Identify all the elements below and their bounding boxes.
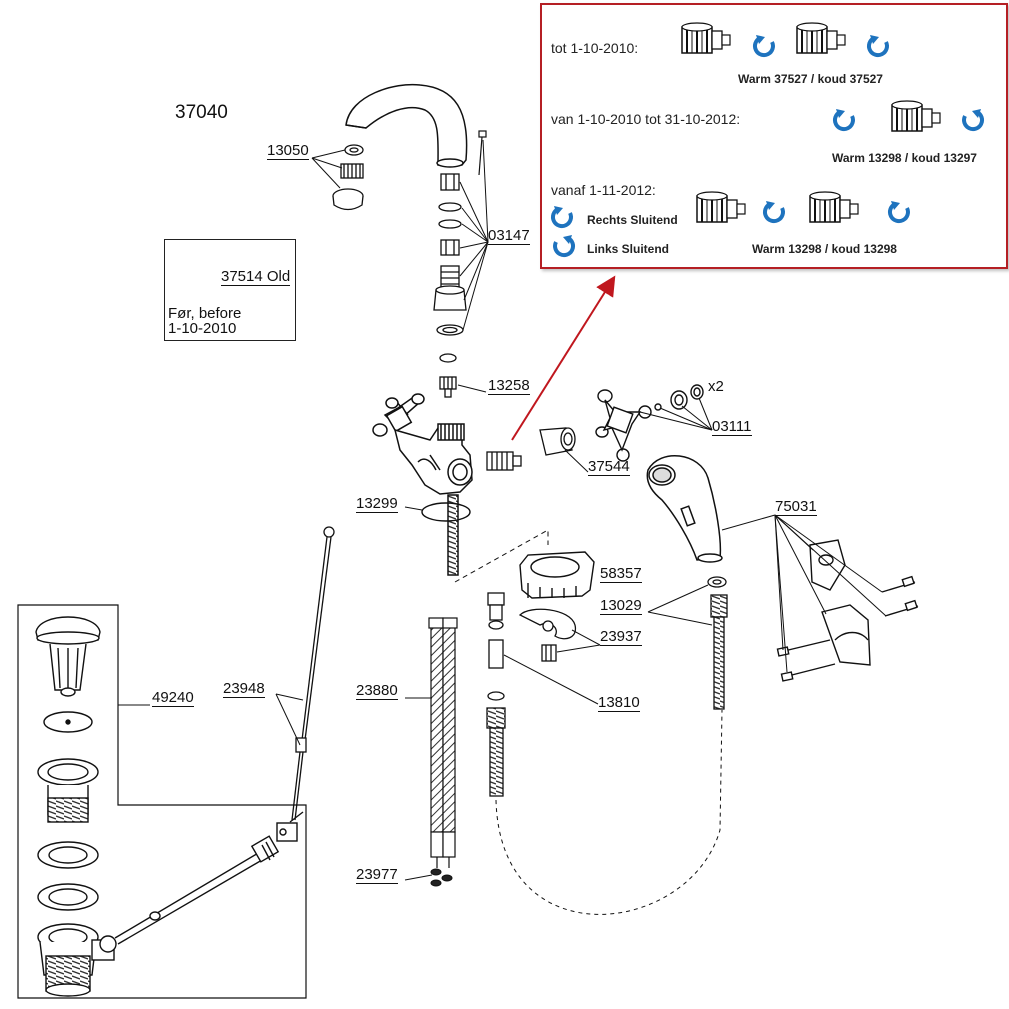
note-line-1: Før, before [168,305,242,322]
spout [345,83,468,168]
leader-03147 [459,139,489,331]
leader-13299 [404,506,423,511]
label-23977[interactable]: 23977 [356,866,398,884]
label-03147[interactable]: 03147 [488,227,530,245]
label-13810[interactable]: 13810 [598,694,640,712]
leader-37544 [564,449,589,473]
shower-hose-13029 [707,576,728,710]
mixer-body [372,393,473,576]
wall-holder-75031 [776,539,919,682]
period-2-caption: Warm 13298 / koud 13297 [832,151,977,165]
period-3-label: vanaf 1-11-2012: [551,182,656,198]
leader-75031 [774,514,887,673]
oring-13299 [421,502,471,522]
waste-assembly [35,616,304,997]
period-3-caption: Warm 13298 / koud 13298 [752,242,897,256]
cartridge-info-panel: tot 1-10-2010: Warm 37527 / koud 37527 v… [540,3,1008,269]
leader-13050 [311,149,346,189]
leader-23977 [404,874,433,881]
right-handle [595,384,704,462]
leader-13810 [503,654,599,705]
label-03111[interactable]: 03111 [712,418,752,436]
red-arrow [511,275,616,441]
counterclockwise-rotation-icon [553,235,576,258]
label-x2: x2 [708,378,724,395]
label-37544[interactable]: 37544 [588,458,630,476]
body-cartridge [486,451,522,471]
period-1-caption: Warm 37527 / koud 37527 [738,72,883,86]
clockwise-rotation-icon [866,35,889,58]
period-2-label: van 1-10-2010 tot 31-10-2012: [551,111,741,127]
old-part-note: 37514 Old Før, before 1-10-2010 [164,239,296,341]
part-58357 [519,551,595,599]
shower-hose-route [495,709,723,915]
label-23880[interactable]: 23880 [356,682,398,700]
label-13258[interactable]: 13258 [488,377,530,395]
label-13299[interactable]: 13299 [356,495,398,513]
label-23937[interactable]: 23937 [600,628,642,646]
legend-left-closing: Links Sluitend [587,242,670,256]
label-13050[interactable]: 13050 [267,142,309,160]
leader-75031-shower [721,514,776,531]
lift-rod-23948 [291,526,335,821]
label-37514-old[interactable]: 37514 Old [221,268,291,286]
clockwise-rotation-icon [832,109,855,132]
stack-03147 [433,173,467,363]
clockwise-rotation-icon [550,206,573,229]
leader-23937 [556,629,601,653]
aerator-13050 [332,144,364,211]
washers-23977 [430,868,453,887]
period-1-label: tot 1-10-2010: [551,40,639,56]
clockwise-rotation-icon [762,201,785,224]
label-58357[interactable]: 58357 [600,565,642,583]
label-75031[interactable]: 75031 [775,498,817,516]
leader-23948 [275,693,304,746]
leader-13258 [457,384,487,393]
clockwise-rotation-icon [887,201,910,224]
part-13258 [439,376,457,398]
legend-right-closing: Rechts Sluitend [587,213,678,227]
label-49240[interactable]: 49240 [152,689,194,707]
part-23937 [518,608,577,662]
hand-shower [646,455,723,563]
center-hose [486,592,506,797]
model-number: 37040 [175,102,228,123]
label-13029[interactable]: 13029 [600,597,642,615]
part-37544 [539,427,576,456]
counterclockwise-rotation-icon [962,109,985,132]
label-23948[interactable]: 23948 [223,680,265,698]
spout-screw [478,130,487,176]
supply-hoses-23880 [428,617,458,868]
clockwise-rotation-icon [752,35,775,58]
leader-13029 [647,584,713,626]
waste-frame [17,604,307,999]
note-line-2: 1-10-2010 [168,320,237,337]
leader-03111 [639,397,713,431]
